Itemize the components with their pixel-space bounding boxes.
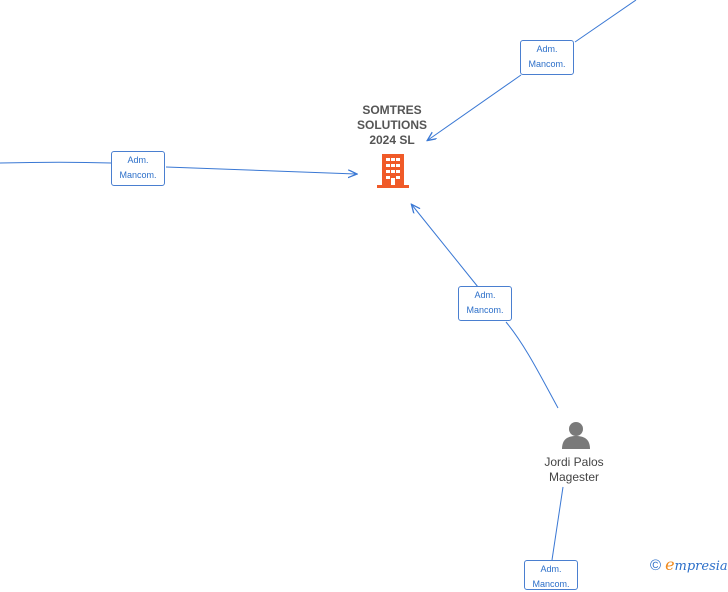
edge-label-top-right[interactable]: Adm. Mancom. xyxy=(520,40,574,75)
copyright-symbol: © xyxy=(650,557,662,574)
edge-label-line-1: Adm. xyxy=(127,155,149,165)
relationship-graph-canvas xyxy=(0,0,637,561)
person-name-line-2: Magester xyxy=(548,470,600,484)
edge-line-left xyxy=(0,161,356,174)
edge-label-line-2: Mancom. xyxy=(119,170,157,180)
edge-label-line-1: Adm. xyxy=(474,290,496,300)
company-name-line-3: 2024 SL xyxy=(369,133,415,147)
edge-line-person-to-company xyxy=(412,205,559,409)
brand-mark: e xyxy=(665,555,675,574)
edge-label-left[interactable]: Adm. Mancom. xyxy=(111,151,165,186)
edge-line-person-down xyxy=(551,486,564,561)
edge-label-line-2: Mancom. xyxy=(528,59,566,69)
person-name[interactable]: Jordi Palos Magester xyxy=(524,455,624,485)
brand-word: mpresia xyxy=(674,559,728,574)
edge-line-top-right xyxy=(428,0,637,140)
edge-label-line-2: Mancom. xyxy=(466,305,504,315)
edge-label-line-1: Adm. xyxy=(540,564,562,574)
empresia-logo[interactable]: ©empresia xyxy=(650,555,728,574)
company-name-line-2: SOLUTIONS xyxy=(356,118,427,132)
edge-label-line-1: Adm. xyxy=(536,44,558,54)
person-name-line-1: Jordi Palos xyxy=(544,455,604,469)
edge-label-person-down[interactable]: Adm. Mancom. xyxy=(524,560,578,590)
person-icon[interactable] xyxy=(561,420,591,455)
building-icon[interactable] xyxy=(377,153,409,194)
edge-label-person-to-company[interactable]: Adm. Mancom. xyxy=(458,286,512,321)
edge-label-line-2: Mancom. xyxy=(532,579,570,589)
company-name-line-1: SOMTRES xyxy=(362,103,422,117)
company-name[interactable]: SOMTRES SOLUTIONS 2024 SL xyxy=(342,103,442,148)
